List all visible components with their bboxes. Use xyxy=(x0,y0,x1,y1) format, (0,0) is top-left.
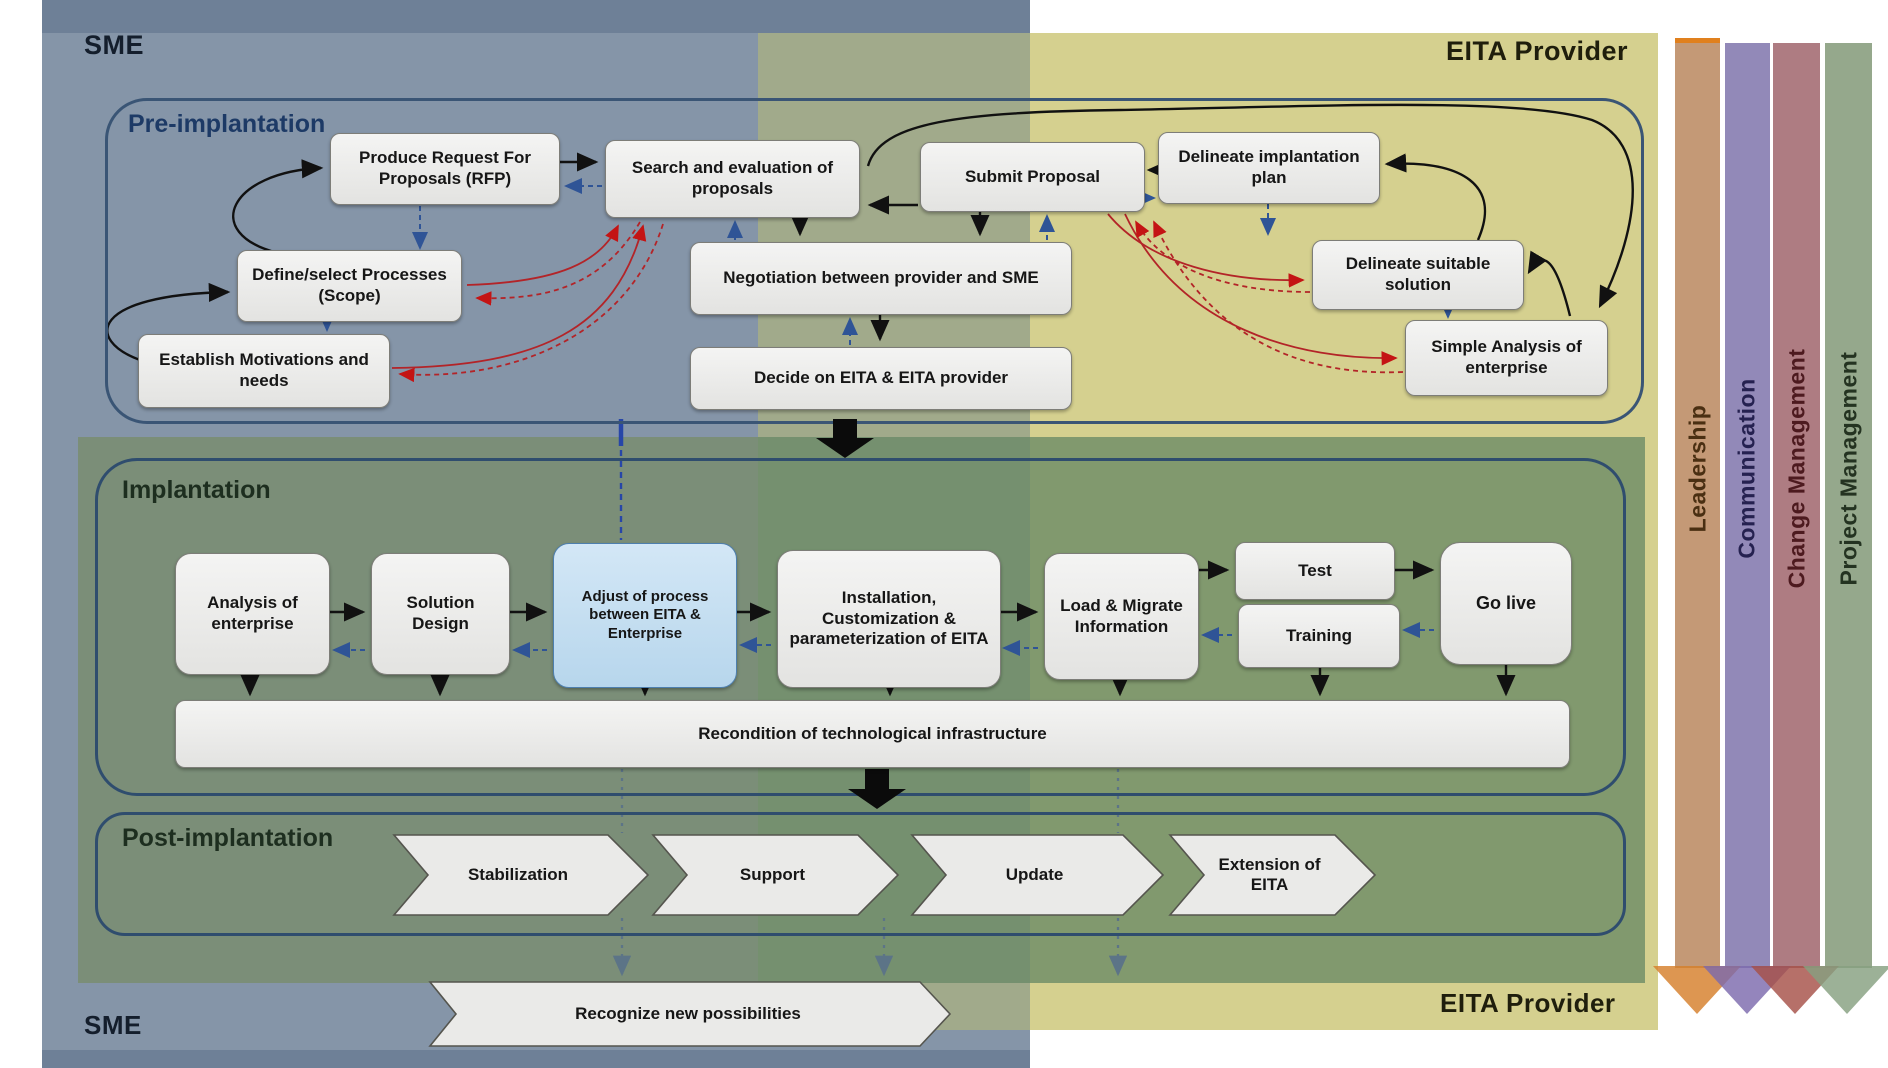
communication-label: Communication xyxy=(1734,378,1760,559)
provider-label-bottom: EITA Provider xyxy=(1440,988,1616,1018)
stream-bar-leadership: Leadership xyxy=(1675,43,1720,968)
sme-label-bottom: SME xyxy=(84,1010,142,1040)
sme-lane-top-strip xyxy=(42,0,1030,33)
node-define-processes: Define/select Processes (Scope) xyxy=(237,250,462,322)
pre-implantation-container xyxy=(105,98,1644,424)
node-simple-analysis: Simple Analysis of enterprise xyxy=(1405,320,1608,396)
node-recondition-infrastructure: Recondition of technological infrastruct… xyxy=(175,700,1570,768)
node-solution-design: Solution Design xyxy=(371,553,510,675)
stream-bar-communication: Communication xyxy=(1725,43,1770,968)
phase-arrow-impl-to-post xyxy=(848,769,906,809)
node-search-evaluation: Search and evaluation of proposals xyxy=(605,140,860,218)
chevron-extension-shape xyxy=(1168,834,1377,916)
pre-implantation-title: Pre-implantation xyxy=(128,110,326,138)
node-decide-eita: Decide on EITA & EITA provider xyxy=(690,347,1072,410)
chevron-recognize-possibilities: Recognize new possibilities xyxy=(575,1004,801,1023)
project-management-label: Project Management xyxy=(1835,351,1862,586)
stream-bar-change-management: Change Management xyxy=(1773,43,1820,968)
post-implantation-title: Post-implantation xyxy=(122,824,334,852)
node-establish-motivations: Establish Motivations and needs xyxy=(138,334,390,408)
stream-bar-project-management: Project Management xyxy=(1825,43,1872,968)
node-training: Training xyxy=(1238,604,1400,668)
change-management-label: Change Management xyxy=(1783,348,1810,589)
leadership-bar-cap xyxy=(1675,38,1720,44)
node-produce-rfp: Produce Request For Proposals (RFP) xyxy=(330,133,560,205)
provider-label-top: EITA Provider xyxy=(1445,36,1628,66)
post-implantation-container xyxy=(95,812,1626,936)
node-analysis-enterprise: Analysis of enterprise xyxy=(175,553,330,675)
node-test: Test xyxy=(1235,542,1395,600)
node-installation-customization: Installation, Customization & parameteri… xyxy=(777,550,1001,688)
sme-label-top: SME xyxy=(84,30,145,60)
node-submit-proposal: Submit Proposal xyxy=(920,142,1145,212)
chevron-update: Update xyxy=(1005,865,1064,884)
chevron-extension-eita: Extension of EITA xyxy=(1218,855,1321,894)
node-delineate-solution: Delineate suitable solution xyxy=(1312,240,1524,310)
phase-arrow-pre-to-impl xyxy=(816,419,874,458)
node-adjust-process: Adjust of process between EITA & Enterpr… xyxy=(553,543,737,688)
chevron-update-shape xyxy=(910,834,1165,916)
chevron-stabilization-shape xyxy=(392,834,650,916)
leadership-label: Leadership xyxy=(1684,404,1710,533)
node-delineate-plan: Delineate implantation plan xyxy=(1158,132,1380,204)
node-go-live: Go live xyxy=(1440,542,1572,665)
chevron-support-shape xyxy=(651,834,900,916)
implantation-title: Implantation xyxy=(122,476,271,504)
chevron-recognize-shape xyxy=(428,981,952,1047)
node-negotiation: Negotiation between provider and SME xyxy=(690,242,1072,315)
sme-lane-bottom-strip xyxy=(42,1050,1030,1068)
project-management-arrowhead-icon xyxy=(1803,966,1888,1014)
chevron-stabilization: Stabilization xyxy=(467,865,569,884)
node-load-migrate: Load & Migrate Information xyxy=(1044,553,1199,680)
chevron-support: Support xyxy=(739,865,806,884)
